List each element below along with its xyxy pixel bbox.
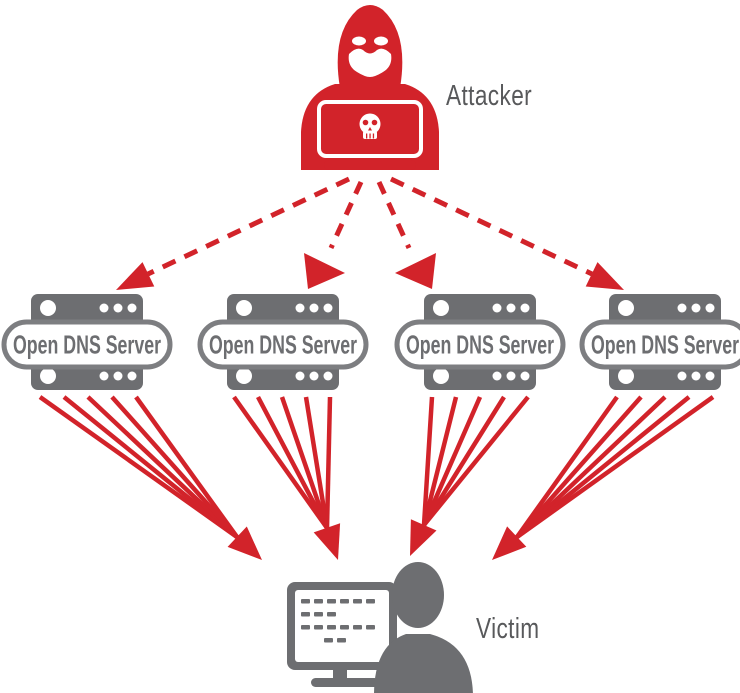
attacker-icon <box>301 5 439 170</box>
open-dns-server-label-3: Open DNS Server <box>406 330 554 360</box>
monitor-base <box>311 678 379 687</box>
open-dns-server-node-3: Open DNS Server <box>394 294 566 390</box>
attacker-to-server-arrow-4 <box>389 176 624 290</box>
attacker-left-eye <box>352 36 366 46</box>
skull-icon <box>359 113 381 139</box>
attacker-label: Attacker <box>446 80 556 113</box>
server-label-pill <box>1 319 173 370</box>
server-lights <box>40 300 137 384</box>
attacker-to-server-arrow-2 <box>304 180 364 289</box>
server-to-victim-flood-1 <box>38 395 262 560</box>
amplified-flood-arrows <box>38 395 715 560</box>
laptop-base <box>324 160 416 170</box>
attacker-to-server-arrow-1 <box>116 176 351 290</box>
open-dns-server-node-1: Open DNS Server <box>1 294 173 390</box>
attacker-query-arrows <box>116 176 624 290</box>
attacker-face <box>348 48 392 77</box>
server-label-pill <box>197 319 369 370</box>
victim-shoulders <box>374 634 473 693</box>
attacker-right-eye <box>374 36 388 46</box>
server-lights <box>433 300 530 384</box>
victim-head <box>392 562 444 628</box>
server-to-victim-flood-2 <box>232 395 341 560</box>
victim-icon <box>287 562 473 693</box>
attacker-to-server-arrow-3 <box>376 180 436 289</box>
server-lights <box>236 300 333 384</box>
monitor-stand <box>333 670 347 680</box>
open-dns-server-label-4: Open DNS Server <box>591 330 739 360</box>
victim-label: Victim <box>476 613 557 646</box>
server-label-pill <box>394 319 566 370</box>
screen-text-dashes <box>301 599 375 643</box>
server-to-victim-flood-4 <box>492 395 715 560</box>
server-to-victim-flood-3 <box>410 395 530 556</box>
server-label-pill <box>579 319 740 370</box>
open-dns-server-node-4: Open DNS Server <box>579 294 740 390</box>
attacker-label-text: Attacker <box>446 80 533 112</box>
open-dns-server-node-2: Open DNS Server <box>197 294 369 390</box>
open-dns-server-label-2: Open DNS Server <box>209 330 357 360</box>
open-dns-server-label-1: Open DNS Server <box>13 330 161 360</box>
victim-label-text: Victim <box>476 613 540 645</box>
server-lights <box>618 300 715 384</box>
